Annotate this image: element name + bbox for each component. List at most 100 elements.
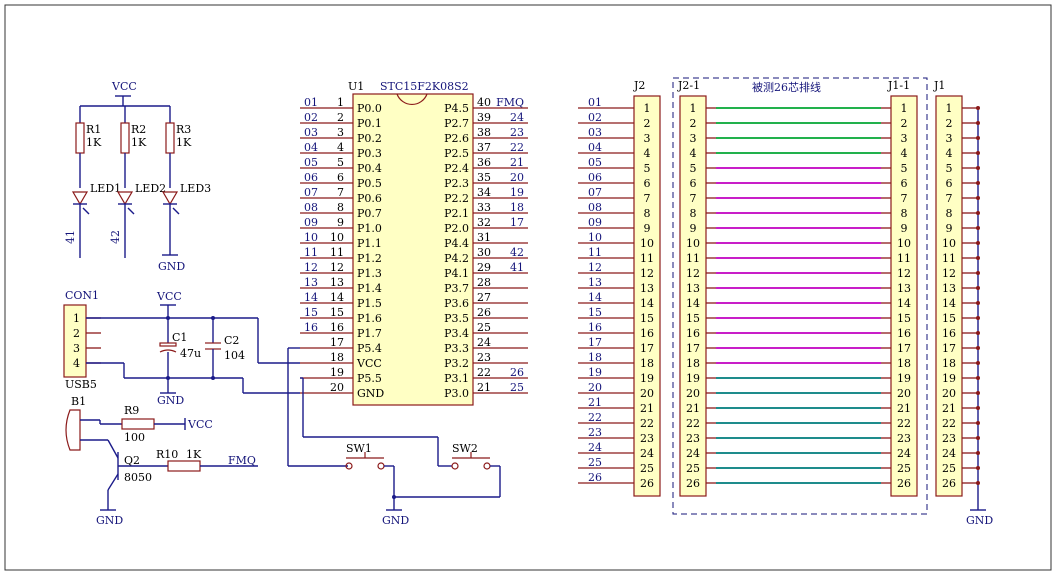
q2-label: Q2	[124, 454, 140, 467]
j2-net-9: 09	[588, 216, 602, 229]
u1-pin-name-31: P4.4	[444, 237, 469, 250]
j2-pin-14: 14	[640, 297, 654, 310]
j21-pin-14: 14	[686, 297, 700, 310]
u1-net-5: 05	[304, 156, 318, 169]
j2-pin-25: 25	[640, 462, 654, 475]
connector-j2-1	[679, 95, 707, 497]
u1-pin-num-1: 1	[337, 96, 344, 109]
j2-net-21: 21	[588, 396, 602, 409]
j11-pin-13: 13	[897, 282, 911, 295]
j21-pin-11: 11	[686, 252, 700, 265]
u1-pin-num-35: 35	[477, 171, 491, 184]
u1-pin-name-18: VCC	[356, 357, 382, 370]
switch-section: SW1 SW2 GND	[287, 347, 501, 527]
u1-pin-num-10: 10	[330, 231, 344, 244]
u1-pin-num-28: 28	[477, 276, 491, 289]
j1-gnd-junction	[976, 481, 980, 485]
net-42-label: 42	[109, 230, 122, 244]
j2-net-24: 24	[588, 441, 602, 454]
j2-net-2: 02	[588, 111, 602, 124]
j2-net-22: 22	[588, 411, 602, 424]
led3-label: LED3	[180, 182, 211, 195]
j1-pin-19: 19	[942, 372, 956, 385]
j2-pin-2: 2	[644, 117, 651, 130]
u1-pin-name-21: P3.0	[444, 387, 469, 400]
j1-pin-7: 7	[946, 192, 953, 205]
j1-gnd-junction	[976, 166, 980, 170]
j2-net-8: 08	[588, 201, 602, 214]
j21-pin-18: 18	[686, 357, 700, 370]
j1-pin-11: 11	[942, 252, 956, 265]
u1-pin-num-25: 25	[477, 321, 491, 334]
r10-label: R10	[156, 448, 178, 461]
j1-gnd-junction	[976, 241, 980, 245]
u1-pin-num-13: 13	[330, 276, 344, 289]
gnd-label-buzzer: GND	[96, 514, 123, 527]
j2-net-13: 13	[588, 276, 602, 289]
j1-pin-17: 17	[942, 342, 956, 355]
j2-pin-10: 10	[640, 237, 654, 250]
resistor-r9	[121, 418, 155, 430]
j1-gnd-junction	[976, 256, 980, 260]
u1-pin-name-25: P3.4	[444, 327, 469, 340]
j1-gnd-junction	[976, 226, 980, 230]
j2-pin-24: 24	[640, 447, 654, 460]
j1-pin-22: 22	[942, 417, 956, 430]
con1-pin-1: 1	[73, 312, 80, 325]
j1-pin-6: 6	[946, 177, 953, 190]
u1-net-6: 06	[304, 171, 318, 184]
j1-pin-2: 2	[946, 117, 953, 130]
j11-pin-3: 3	[901, 132, 908, 145]
j2-pin-16: 16	[640, 327, 654, 340]
u1-net-10: 10	[304, 231, 318, 244]
j2-net-1: 01	[588, 96, 602, 109]
u1-pin-name-16: P1.7	[357, 327, 382, 340]
u1-pin-name-32: P2.0	[444, 222, 469, 235]
u1-pin-num-20: 20	[330, 381, 344, 394]
vcc-label-usb: VCC	[156, 290, 182, 303]
resistor-r2: R2 1K	[120, 106, 147, 188]
sw1-label: SW1	[346, 442, 372, 455]
u1-net-14: 14	[304, 291, 318, 304]
u1-pin-num-16: 16	[330, 321, 344, 334]
u1-pin-num-27: 27	[477, 291, 491, 304]
u1-pin-num-40: 40	[477, 96, 491, 109]
j1-gnd-junction	[976, 136, 980, 140]
sw2-label: SW2	[452, 442, 478, 455]
j11-pin-23: 23	[897, 432, 911, 445]
switch-sw2	[451, 452, 491, 470]
gnd-label-switch: GND	[382, 514, 409, 527]
u1-notch	[396, 93, 428, 106]
net-41-label: 41	[64, 230, 77, 244]
u1-pin-num-14: 14	[330, 291, 344, 304]
u1-net-12: 12	[304, 261, 318, 274]
j1-pin-16: 16	[942, 327, 956, 340]
j2-net-3: 03	[588, 126, 602, 139]
j11-pin-21: 21	[897, 402, 911, 415]
j2-net-14: 14	[588, 291, 602, 304]
j1-gnd-junction	[976, 286, 980, 290]
j1-pin-12: 12	[942, 267, 956, 280]
u1-pin-name-39: P2.7	[444, 117, 469, 130]
j21-pin-16: 16	[686, 327, 700, 340]
u1-net-35: 20	[510, 171, 524, 184]
cable-under-test-frame	[672, 77, 928, 515]
u1-pin-num-39: 39	[477, 111, 491, 124]
u1-pin-name-24: P3.3	[444, 342, 469, 355]
j1-pin-13: 13	[942, 282, 956, 295]
j1-gnd-junction	[976, 346, 980, 350]
r1-label: R1	[86, 123, 101, 136]
u1-pin-num-9: 9	[337, 216, 344, 229]
u1-pin-name-17: P5.4	[357, 342, 382, 355]
u1-pin-name-3: P0.2	[357, 132, 382, 145]
u1-pin-num-2: 2	[337, 111, 344, 124]
u1-net-16: 16	[304, 321, 318, 334]
j11-pin-17: 17	[897, 342, 911, 355]
j2-label: J2	[633, 79, 645, 92]
buzzer-b1	[65, 409, 81, 451]
j21-pin-12: 12	[686, 267, 700, 280]
u1-pin-num-22: 22	[477, 366, 491, 379]
